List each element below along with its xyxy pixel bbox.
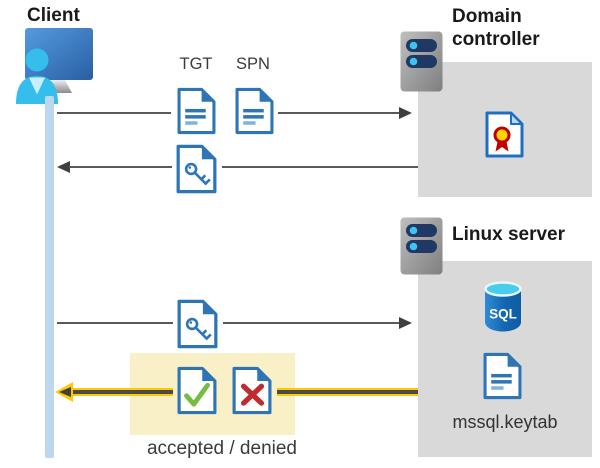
arrow-dc-to-client-segment xyxy=(69,166,172,168)
result-label: accepted / denied xyxy=(146,438,297,459)
spn-label: SPN xyxy=(236,55,270,73)
linux-server-title: Linux server xyxy=(452,224,565,245)
accepted-document-icon xyxy=(177,366,217,415)
sql-badge-text: SQL xyxy=(489,307,517,322)
spn-document-icon xyxy=(235,87,274,135)
arrow-client-to-linux-head xyxy=(399,317,412,329)
arrow-client-to-dc-segment xyxy=(57,112,171,114)
keytab-document-icon xyxy=(483,352,522,405)
arrow-linux-to-client-head xyxy=(59,387,71,397)
tgt-document-icon xyxy=(177,87,216,135)
key-document-icon xyxy=(176,144,217,194)
tgt-label: TGT xyxy=(179,55,213,73)
key-document-icon xyxy=(177,299,218,349)
client-lifeline xyxy=(45,96,54,458)
arrow-linux-to-client-segment xyxy=(71,388,173,396)
arrow-client-to-dc-head xyxy=(399,107,412,119)
denied-document-icon xyxy=(232,366,272,415)
keytab-label: mssql.keytab xyxy=(452,412,558,432)
arrow-client-to-linux-segment xyxy=(57,322,173,324)
arrow-dc-to-client-head xyxy=(57,161,70,173)
domain-controller-title-line1: Domain xyxy=(452,6,522,27)
client-icon xyxy=(8,24,108,109)
arrow-dc-to-client-segment xyxy=(222,166,418,168)
client-title: Client xyxy=(27,5,80,26)
arrow-client-to-dc-segment xyxy=(278,112,400,114)
arrow-linux-to-client-segment xyxy=(277,388,418,396)
linux-server-server-icon xyxy=(400,217,443,280)
domain-controller-title: Domain controller xyxy=(452,5,540,51)
domain-controller-server-icon xyxy=(400,31,443,97)
arrow-client-to-linux-segment xyxy=(223,322,400,324)
domain-controller-title-line2: controller xyxy=(452,29,540,50)
sql-database-icon: SQL xyxy=(484,280,522,337)
certificate-document-icon xyxy=(485,111,524,163)
